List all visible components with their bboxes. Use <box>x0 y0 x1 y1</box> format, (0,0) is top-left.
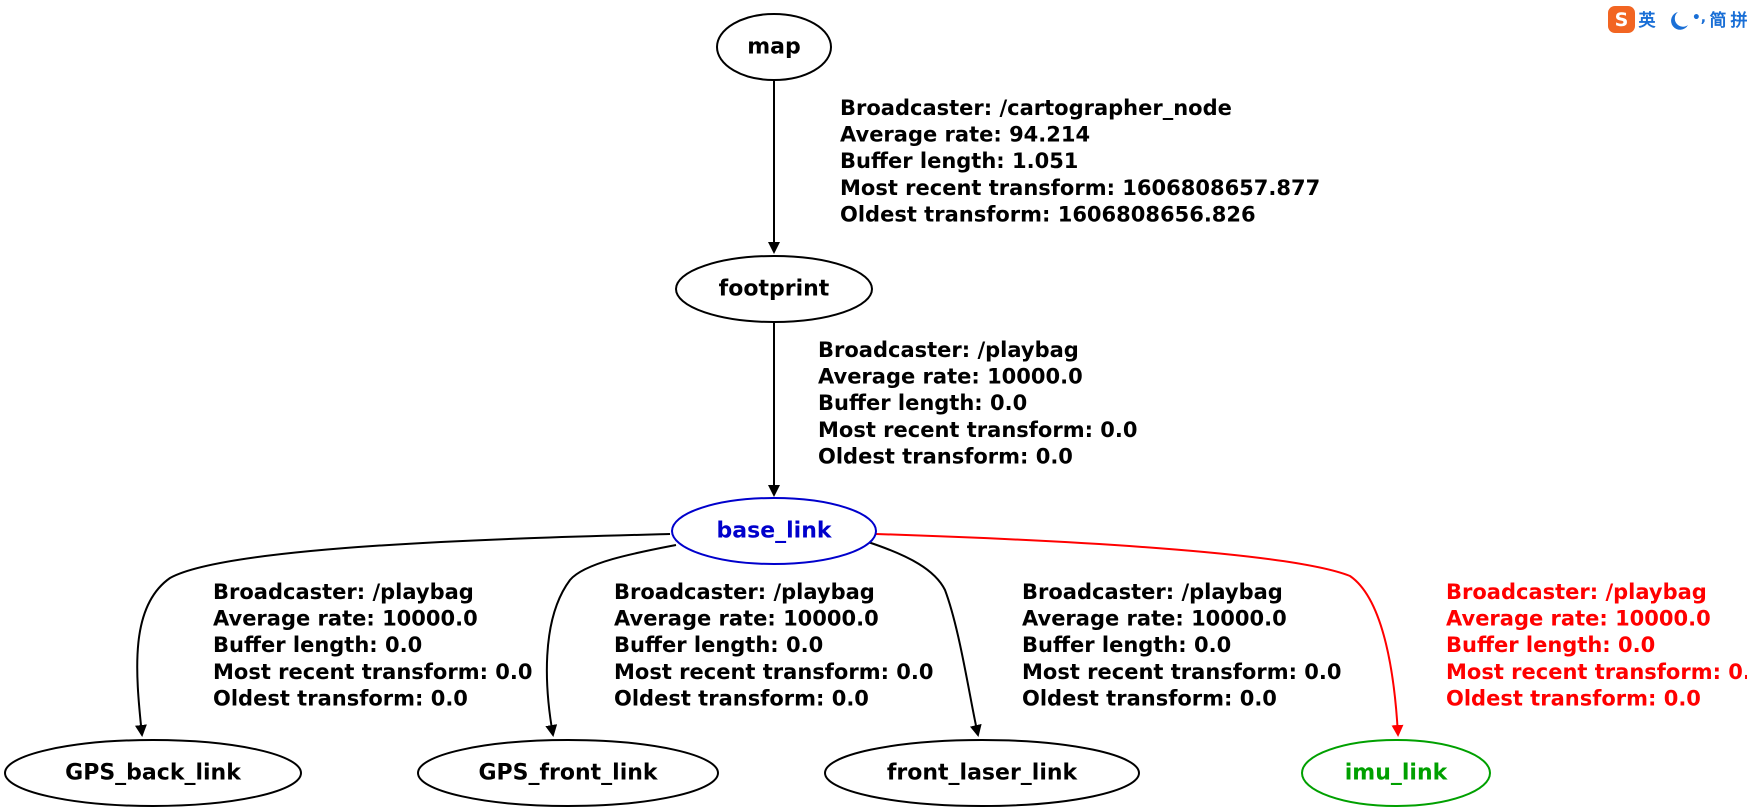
edge-label-line: Average rate: 10000.0 <box>213 607 478 631</box>
edge-label-line: Average rate: 94.214 <box>840 123 1090 147</box>
node-imu-link-shape <box>1301 739 1491 807</box>
edge-label-line: Buffer length: 0.0 <box>213 633 422 657</box>
edge-label-line: Oldest transform: 0.0 <box>818 444 1073 468</box>
ime-pinyin-toggle[interactable]: 拼 <box>1731 10 1747 31</box>
sogou-icon-shape <box>1608 6 1635 33</box>
node-front-laser-link-label: front_laser_link <box>887 761 1079 786</box>
ime-simplified-toggle[interactable]: 简 <box>1710 10 1727 31</box>
node-base-link: base_link <box>671 497 877 565</box>
node-gps-back-link-label: GPS_back_link <box>65 761 242 786</box>
edge-label-line: Buffer length: 0.0 <box>614 633 823 657</box>
edge-label-line: Broadcaster: /playbag <box>1446 580 1707 604</box>
node-gps-back-link: GPS_back_link <box>4 739 302 807</box>
edge-label-line: Most recent transform: 1606808657.877 <box>840 176 1320 200</box>
edge-base-link-gps-front-link <box>545 544 677 737</box>
edge-label-base-link-gps-back-link: Broadcaster: /playbag Average rate: 1000… <box>213 580 540 710</box>
edge-label-line: Oldest transform: 0.0 <box>1022 686 1277 710</box>
ime-toolbar[interactable]: S 英 •, 简 拼 <box>1604 4 1747 34</box>
edge-label-line: Most recent transform: 0.0 <box>1022 660 1342 684</box>
node-front-laser-link: front_laser_link <box>824 739 1140 807</box>
node-footprint-shape <box>675 255 873 323</box>
node-map: map <box>716 13 832 81</box>
edge-label-base-link-imu-link: Broadcaster: /playbag Average rate: 1000… <box>1446 580 1747 710</box>
edge-label-line: Broadcaster: /cartographer_node <box>840 96 1232 120</box>
ime-language-toggle[interactable]: 英 <box>1639 10 1657 31</box>
edge-label-line: Buffer length: 0.0 <box>818 391 1027 415</box>
node-gps-front-link-shape <box>417 739 719 807</box>
edge-label-base-link-front-laser-link: Broadcaster: /playbag Average rate: 1000… <box>1022 580 1349 710</box>
node-map-label: map <box>747 35 801 60</box>
edge-base-link-gps-back-link <box>134 533 671 737</box>
node-gps-front-link: GPS_front_link <box>417 739 719 807</box>
node-base-link-shape <box>671 497 877 565</box>
node-footprint: footprint <box>675 255 873 323</box>
moon-icon[interactable] <box>1671 12 1688 30</box>
edge-label-base-link-gps-front-link: Broadcaster: /playbag Average rate: 1000… <box>614 580 941 710</box>
sogou-icon-glyph: S <box>1615 9 1629 31</box>
node-footprint-label: footprint <box>719 277 830 302</box>
edge-label-line: Most recent transform: 0.0 <box>818 418 1138 442</box>
edge-label-footprint-base-link: Broadcaster: /playbag Average rate: 1000… <box>818 338 1145 468</box>
node-map-shape <box>716 13 832 81</box>
edge-label-line: Broadcaster: /playbag <box>818 338 1079 362</box>
edge-base-link-front-laser-link <box>867 541 982 737</box>
edge-label-line: Buffer length: 1.051 <box>840 149 1078 173</box>
edge-label-line: Most recent transform: 0.0 <box>1446 660 1747 684</box>
edge-label-line: Average rate: 10000.0 <box>1446 607 1711 631</box>
node-gps-back-link-shape <box>4 739 302 807</box>
node-imu-link-label: imu_link <box>1345 761 1449 786</box>
edge-label-line: Average rate: 10000.0 <box>818 365 1083 389</box>
edge-label-line: Oldest transform: 1606808656.826 <box>840 202 1256 226</box>
edge-label-line: Oldest transform: 0.0 <box>1446 686 1701 710</box>
edge-label-line: Oldest transform: 0.0 <box>213 686 468 710</box>
edge-label-line: Oldest transform: 0.0 <box>614 686 869 710</box>
edge-label-line: Most recent transform: 0.0 <box>614 660 934 684</box>
edge-label-line: Average rate: 10000.0 <box>1022 607 1287 631</box>
ime-punctuation-toggle[interactable]: •, <box>1692 10 1706 26</box>
edge-label-line: Buffer length: 0.0 <box>1446 633 1655 657</box>
edge-base-link-imu-link <box>875 533 1404 737</box>
node-front-laser-link-shape <box>824 739 1140 807</box>
sogou-s-icon[interactable]: S <box>1608 6 1635 33</box>
node-gps-front-link-label: GPS_front_link <box>478 761 658 786</box>
edge-label-map-footprint: Broadcaster: /cartographer_node Average … <box>840 96 1328 226</box>
edge-label-line: Broadcaster: /playbag <box>213 580 474 604</box>
edge-label-line: Buffer length: 0.0 <box>1022 633 1231 657</box>
edge-label-line: Most recent transform: 0.0 <box>213 660 533 684</box>
edge-label-line: Broadcaster: /playbag <box>614 580 875 604</box>
edge-label-line: Broadcaster: /playbag <box>1022 580 1283 604</box>
node-base-link-label: base_link <box>717 519 833 544</box>
edge-label-line: Average rate: 10000.0 <box>614 607 879 631</box>
node-imu-link: imu_link <box>1301 739 1491 807</box>
